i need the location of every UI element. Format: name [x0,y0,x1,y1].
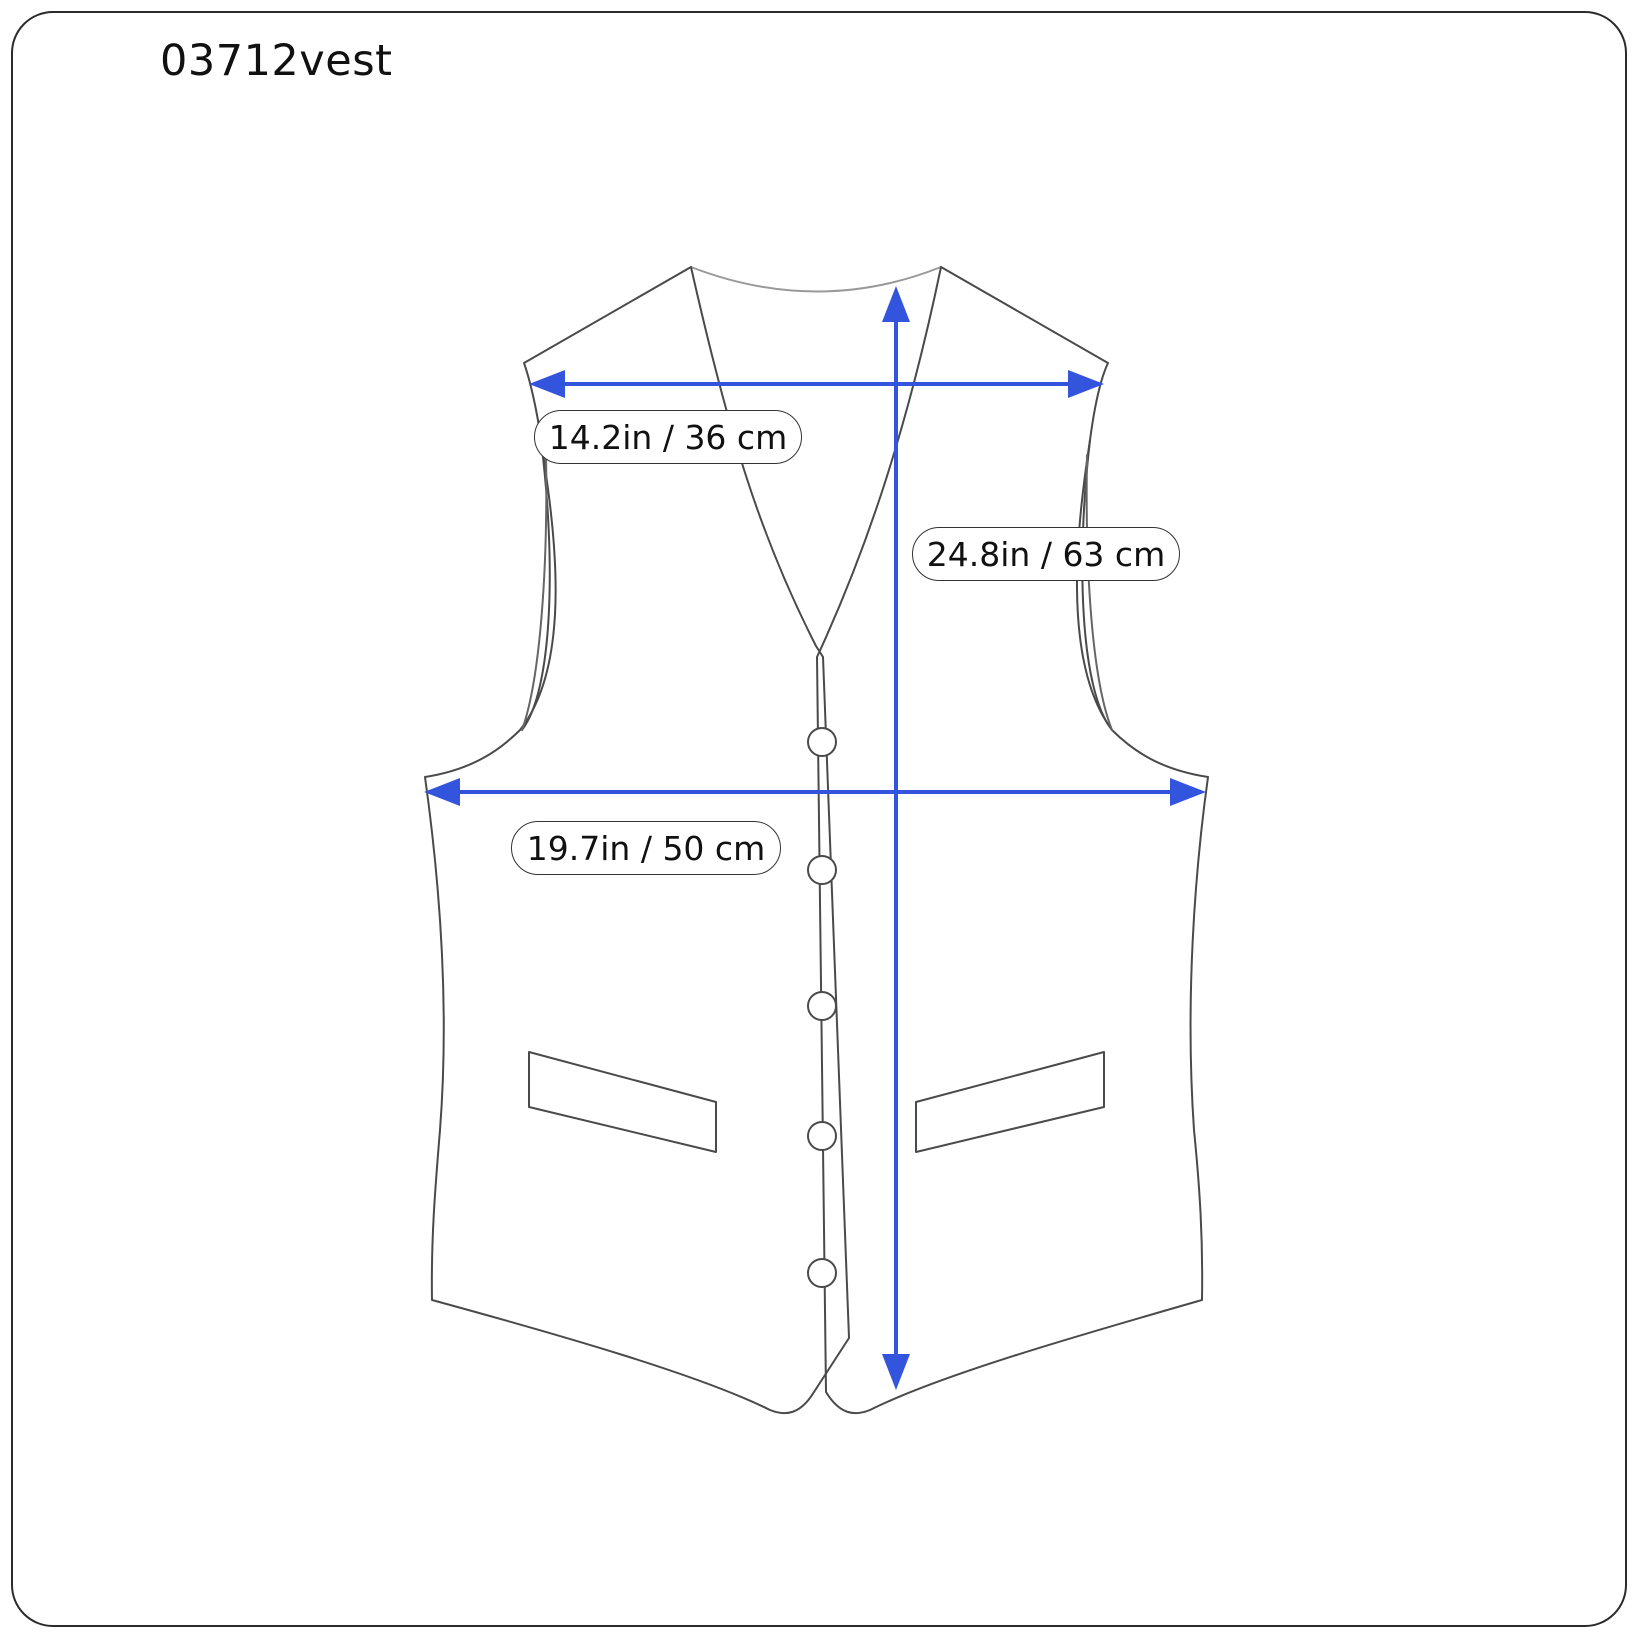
left-pocket-welt [528,1051,717,1153]
length-measurement-label: 24.8in / 63 cm [912,527,1180,581]
buttons [807,727,837,1288]
measurement-arrows [424,286,1206,1390]
right-pocket-welt [915,1051,1105,1153]
vest-outline [424,266,1209,1415]
left-armhole-edge [521,454,548,731]
button [807,991,837,1021]
product-code: 03712vest [160,36,393,86]
button [807,855,837,885]
chest-measurement-label: 19.7in / 50 cm [511,821,781,875]
button [807,1258,837,1288]
right-armhole-edge [1085,454,1113,731]
shoulder-measurement-label: 14.2in / 36 cm [534,410,802,464]
back-neckline [690,266,942,293]
right-armhole-seam [1081,439,1113,731]
right-vest-panel [816,266,1209,1415]
button [807,727,837,757]
button [807,1121,837,1151]
left-vest-panel [424,266,850,1415]
